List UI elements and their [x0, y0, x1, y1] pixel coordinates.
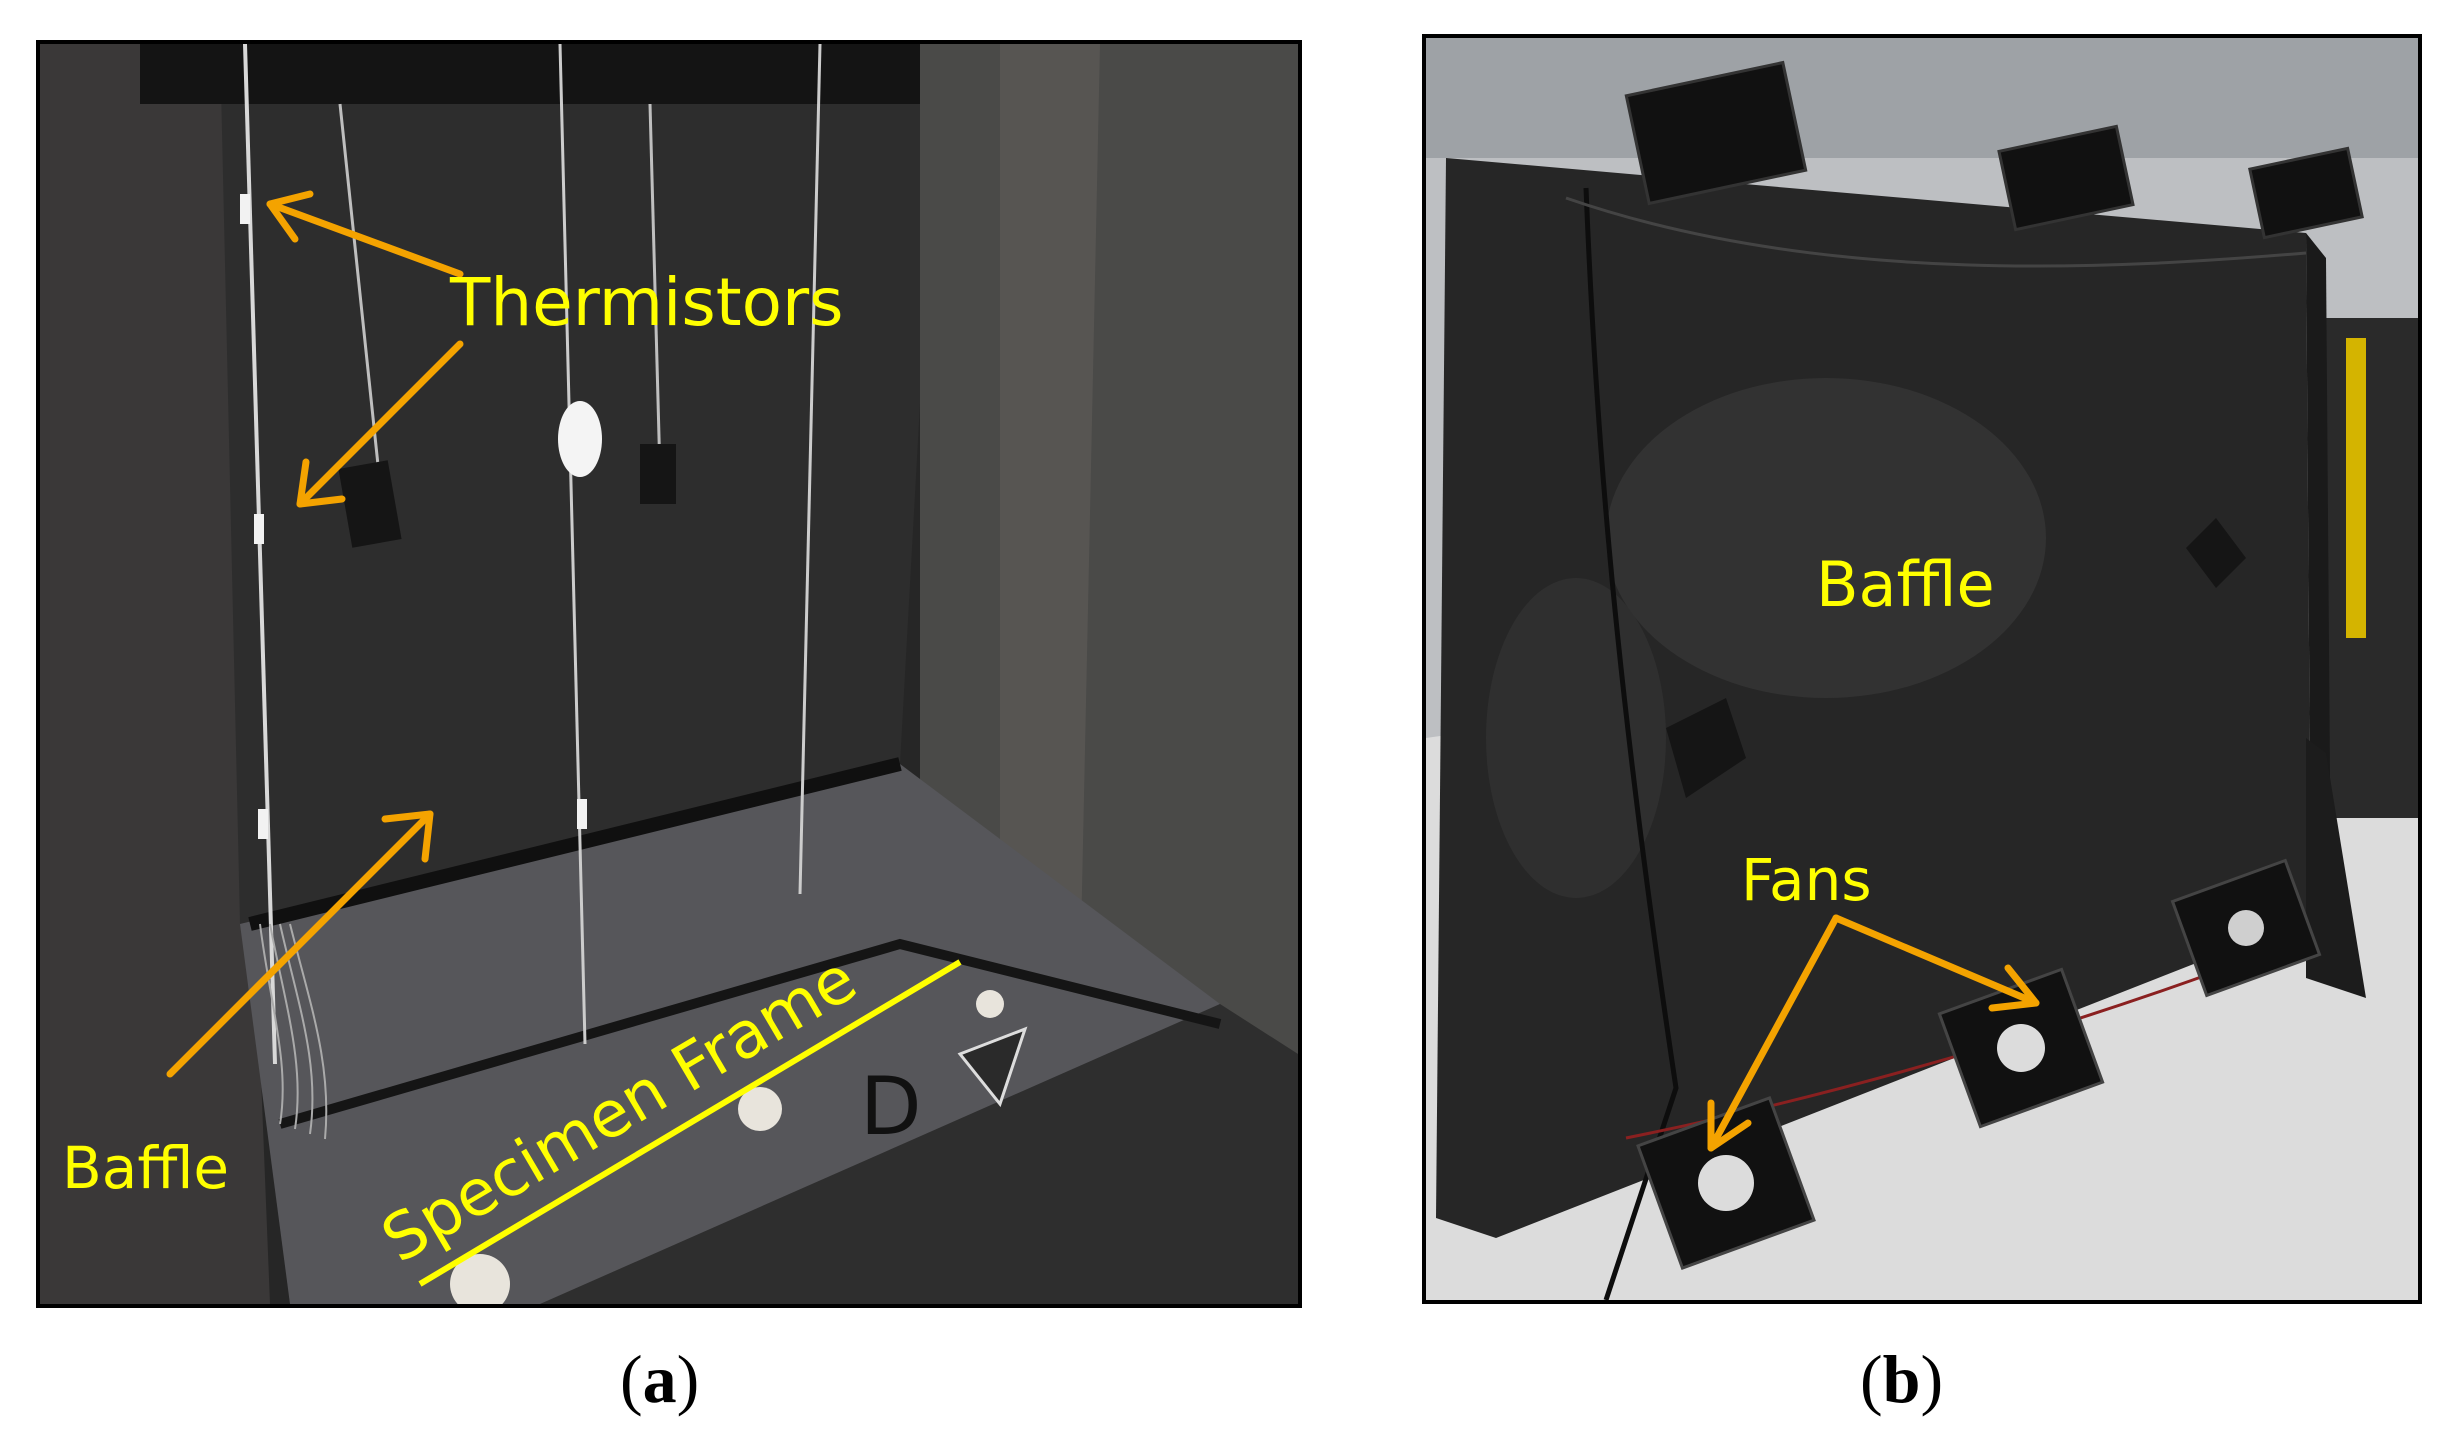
caption-a: (a)	[620, 1341, 700, 1417]
test-chamber-photo: D	[40, 44, 1298, 1304]
thermistors-label: Thermistors	[450, 264, 844, 341]
baffle-fans-photo	[1426, 38, 2418, 1300]
baffle-label-b: Baffle	[1816, 548, 1995, 621]
photo-panel-a: D Thermistors Baffle Specimen Frame	[36, 40, 1302, 1308]
fans-label: Fans	[1741, 846, 1872, 914]
svg-text:D: D	[860, 1060, 922, 1153]
caption-b: (b)	[1860, 1341, 1944, 1417]
photo-panel-b: Baffle Fans	[1422, 34, 2422, 1304]
baffle-label-a: Baffle	[62, 1134, 230, 1202]
